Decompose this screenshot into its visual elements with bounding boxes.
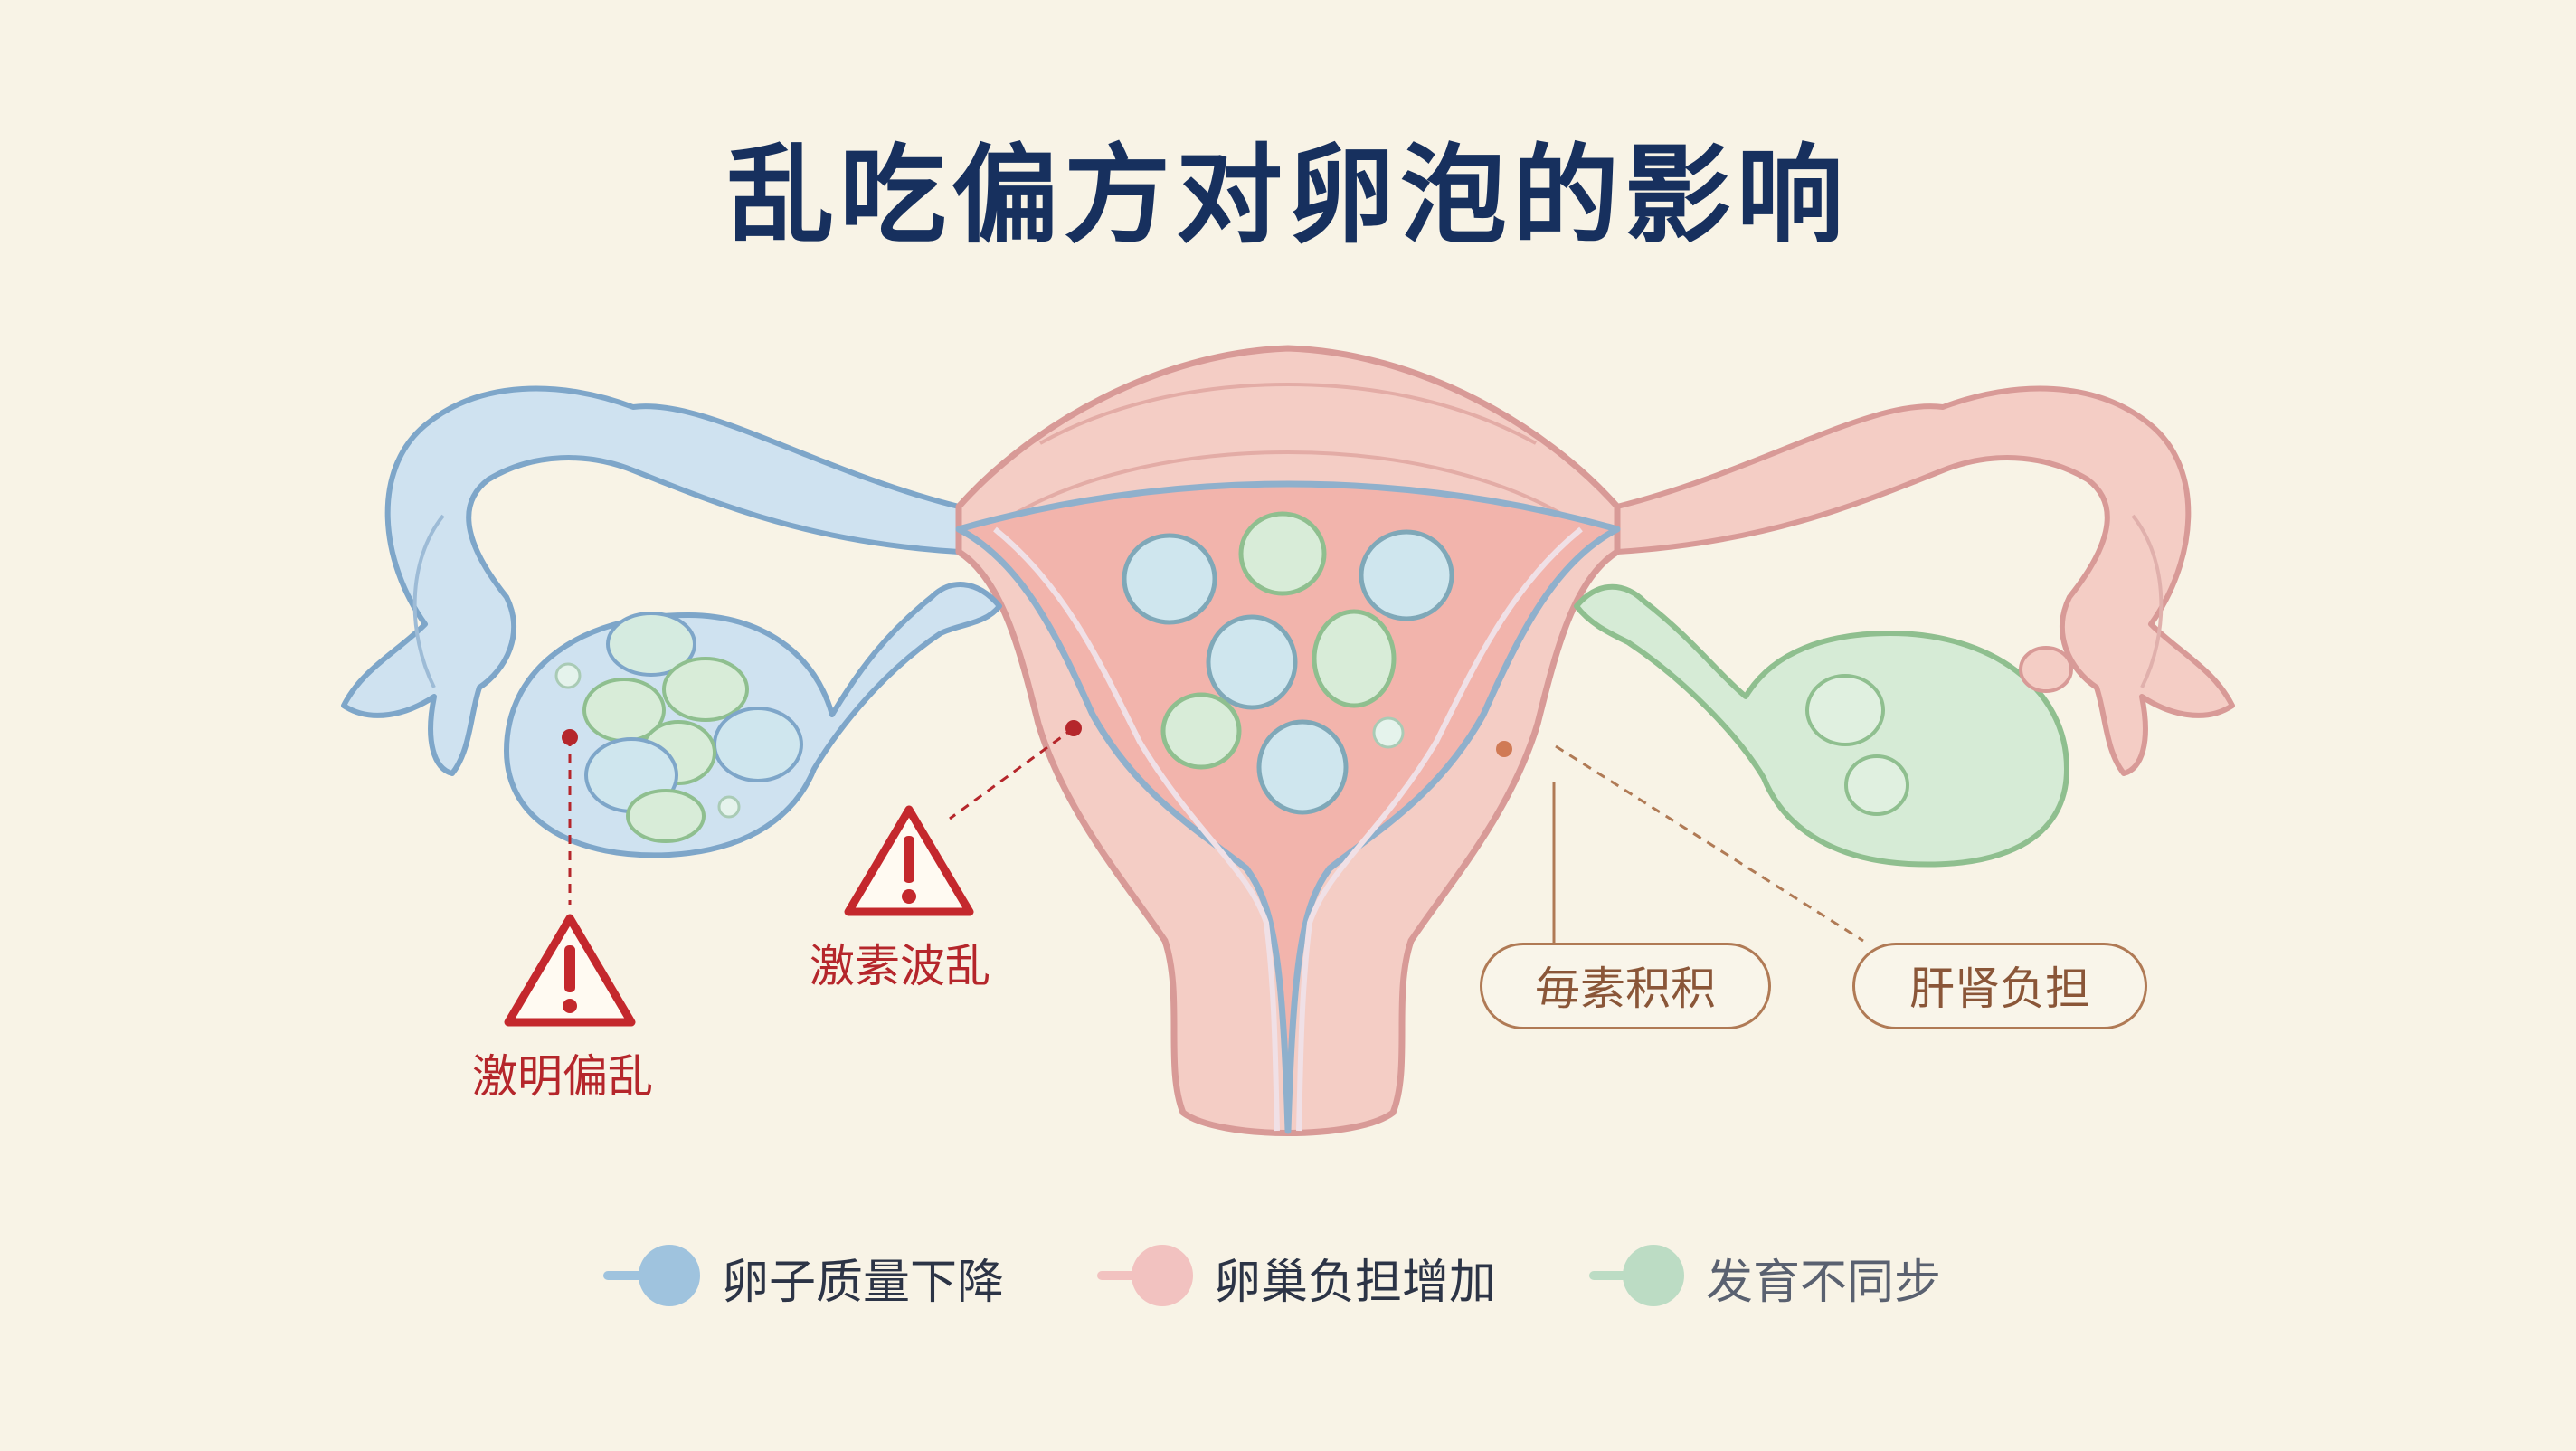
uterus-marker-dot — [1065, 720, 1082, 736]
left-fallopian-tube — [341, 385, 961, 776]
legend-swatch-pink — [1132, 1245, 1193, 1306]
left-ovary-marker-dot — [562, 729, 578, 745]
legend-item-ovary-burden: 卵巢负担增加 — [1194, 1241, 1496, 1313]
legend-swatch-green — [1623, 1245, 1684, 1306]
warning-icon — [844, 805, 974, 916]
legend-swatches — [603, 1245, 1684, 1306]
liver-kidney-burden-pill: 肝肾负担 — [1852, 943, 2147, 1029]
warning-icon — [504, 914, 636, 1027]
legend-swatch-blue — [639, 1245, 700, 1306]
legend-item-development: 发育不同步 — [1686, 1241, 1941, 1313]
right-ovary — [1574, 583, 2073, 868]
legend-label: 卵巢负担增加 — [1214, 1255, 1497, 1310]
legend-item-egg-quality: 卵子质量下降 — [702, 1241, 1004, 1313]
uterus-right-marker-dot — [1496, 741, 1512, 757]
warning-label-uterus: 激素波乱 — [810, 940, 990, 992]
toxin-accumulation-pill: 毎素积积 — [1480, 943, 1771, 1029]
legend-label: 卵子质量下降 — [722, 1255, 1005, 1310]
annotation-lines — [562, 720, 1864, 945]
left-ovary — [504, 582, 1002, 858]
right-fallopian-tube — [1615, 385, 2235, 776]
page-title: 乱吃偏方对卵泡的影响 — [726, 133, 1849, 258]
warning-label-ovary: 激明偏乱 — [472, 1050, 653, 1103]
legend-label: 发育不同步 — [1706, 1255, 1942, 1310]
uterus-follicles — [1122, 511, 1454, 815]
